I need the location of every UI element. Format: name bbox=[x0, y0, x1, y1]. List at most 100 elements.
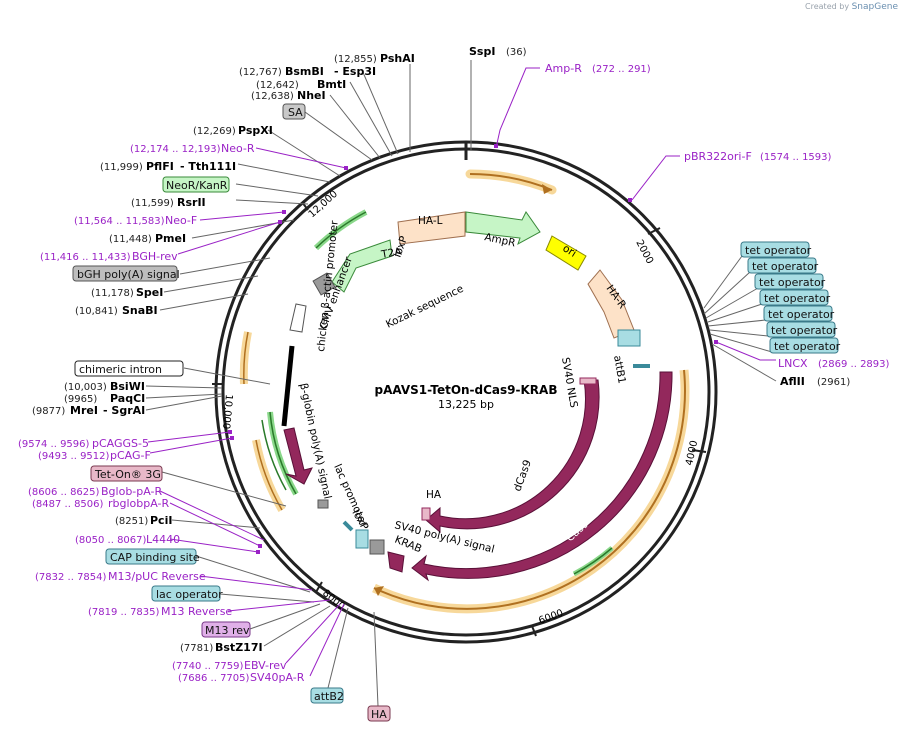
orf-arc-right bbox=[372, 369, 690, 614]
feature-box-tet-operator-3 bbox=[754, 273, 824, 290]
enzyme-esp3i-name: - Esp3I bbox=[334, 65, 376, 78]
enzyme-snabi-pos: (10,841) bbox=[75, 306, 118, 317]
primer-bglob-pa-r-pos: (8606 .. 8625) bbox=[28, 487, 100, 498]
feature-attb2-label: attB2 bbox=[314, 690, 344, 703]
enzyme-pspxi-pos: (12,269) bbox=[193, 126, 236, 137]
primer-neo-r-pos: (12,174 .. 12,193) bbox=[130, 144, 221, 155]
feature-box-cap-binding-site bbox=[105, 548, 197, 565]
plasmid-size: 13,225 bp bbox=[438, 398, 494, 411]
primer-l4440-pos: (8050 .. 8067) bbox=[75, 535, 147, 546]
tet-operator-label-1: tet operator bbox=[745, 244, 812, 257]
credit-brand: SnapGene bbox=[851, 2, 898, 12]
tet-operator-label-4: tet operator bbox=[764, 292, 831, 305]
enzyme-bmti-pos: (12,642) bbox=[256, 80, 299, 91]
feature-box-m13-rev bbox=[201, 621, 251, 638]
feature-box-tet-operator-2 bbox=[747, 257, 817, 274]
enzyme-mrei-name: MreI bbox=[70, 404, 98, 417]
enzyme-bsiwi-pos: (10,003) bbox=[64, 382, 107, 393]
bgh-polya-feature bbox=[312, 272, 336, 296]
primer-ebv-rev-name: EBV-rev bbox=[244, 659, 287, 672]
neor-inner-arrow bbox=[331, 239, 393, 293]
tet-operator-list: tet operator tet operator tet operator t… bbox=[740, 241, 841, 354]
green-arc-left bbox=[261, 209, 368, 496]
primer-l4440-name: L4440 bbox=[146, 533, 180, 546]
enzyme-bstz17i-pos: (7781) bbox=[180, 643, 213, 654]
enzyme-pcii-name: PciI bbox=[150, 514, 172, 527]
cas9-arrow bbox=[411, 371, 673, 582]
feature-box-ha bbox=[367, 705, 391, 722]
primer-m13puc-rev-pos: (7832 .. 7854) bbox=[35, 572, 107, 583]
tick-10000: 10,000 bbox=[212, 383, 234, 430]
label-kozak: Kozak sequence bbox=[384, 283, 465, 331]
enzyme-bsmbi-name: BsmBI bbox=[285, 65, 324, 78]
primer-m13-rev-name: M13 Reverse bbox=[161, 605, 232, 618]
sv40-nls-feature bbox=[579, 377, 597, 385]
tick-4000: 4000 bbox=[684, 439, 707, 467]
enzyme-mrei-pos: (9877) bbox=[32, 406, 65, 417]
feature-box-tet-on bbox=[90, 465, 163, 482]
primer-bglob-pa-r-name: Bglob-pA-R bbox=[101, 485, 163, 498]
enzyme-sspi-pos: (36) bbox=[506, 47, 527, 58]
feature-box-tet-operator-7 bbox=[769, 337, 839, 354]
tick-label-2000: 2000 bbox=[633, 238, 655, 266]
homology-arm-right bbox=[587, 269, 635, 339]
label-dcas9: dCas9 bbox=[512, 458, 534, 493]
credit-prefix: Created by bbox=[805, 2, 850, 11]
feature-neor-label: NeoR/KanR bbox=[166, 179, 228, 192]
tet-operator-label-6: tet operator bbox=[771, 324, 838, 337]
green-arc-right bbox=[572, 546, 614, 577]
plasmid-name: pAAVS1-TetOn-dCas9-KRAB bbox=[375, 383, 558, 397]
orf-arc-left bbox=[239, 331, 286, 513]
primer-lncx-pos: (2869 .. 2893) bbox=[818, 359, 890, 370]
feature-lac-operator-label: lac operator bbox=[156, 588, 223, 601]
tet-operator-label-3: tet operator bbox=[759, 276, 826, 289]
enzyme-pspxi-name: PspXI bbox=[238, 124, 273, 137]
tet-operator-block bbox=[617, 329, 641, 347]
enzyme-tth111i-name: - Tth111I bbox=[180, 160, 236, 173]
enzyme-pmei-pos: (11,448) bbox=[109, 234, 152, 245]
feature-chimeric-intron-label: chimeric intron bbox=[79, 363, 162, 376]
enzyme-rsrii-name: RsrII bbox=[177, 196, 206, 209]
label-sv40-nls: SV40 NLS bbox=[559, 356, 580, 409]
ha-tag-feature bbox=[421, 507, 431, 521]
primer-pcaggs5-name: pCAGGS-5 bbox=[92, 437, 149, 450]
primer-amp-r-name: Amp-R bbox=[545, 62, 582, 75]
primer-m13puc-rev-name: M13/pUC Reverse bbox=[108, 570, 206, 583]
feature-box-tet-operator-5 bbox=[763, 305, 833, 322]
cmv-enhancer-feature bbox=[289, 303, 307, 333]
feature-box-tet-operator-4 bbox=[759, 289, 829, 306]
label-attb1: attB1 bbox=[611, 354, 628, 384]
primer-pcagf-name: pCAG-F bbox=[110, 449, 151, 462]
feature-box-sa bbox=[282, 103, 306, 120]
enzyme-spei-pos: (11,178) bbox=[91, 288, 134, 299]
label-t2a: T2A bbox=[379, 245, 403, 261]
primer-rbglobpa-r-pos: (8487 .. 8506) bbox=[32, 499, 104, 510]
enzyme-rsrii-pos: (11,599) bbox=[131, 198, 174, 209]
homology-arm-left bbox=[397, 211, 466, 245]
enzyme-sgrai-name: - SgrAI bbox=[103, 404, 145, 417]
feature-box-attb2 bbox=[310, 687, 344, 704]
feature-box-tet-operator-1 bbox=[740, 241, 810, 258]
enzyme-paqci-pos: (9965) bbox=[64, 394, 97, 405]
feature-box-lac-operator bbox=[151, 585, 221, 602]
feature-box-chimeric-intron bbox=[74, 360, 184, 377]
loxp-inner bbox=[342, 520, 354, 532]
primer-neo-f-pos: (11,564 .. 11,583) bbox=[74, 216, 165, 227]
primer-neo-f-name: Neo-F bbox=[165, 214, 197, 227]
enzyme-pcii-pos: (8251) bbox=[115, 516, 148, 527]
lac-promoter-feature bbox=[355, 529, 369, 549]
primer-rbglobpa-r-name: rbglobpA-R bbox=[108, 497, 169, 510]
tick-label-10000: 10,000 bbox=[220, 394, 234, 430]
feature-ha-label: HA bbox=[371, 708, 387, 721]
chicken-beta-actin-promoter bbox=[281, 345, 295, 427]
feature-tet-on-label: Tet-On® 3G bbox=[94, 468, 161, 481]
enzyme-pshai-name: PshAI bbox=[380, 52, 415, 65]
enzyme-bsmbi-pos: (12,767) bbox=[239, 67, 282, 78]
enzyme-snabi-name: SnaBI bbox=[122, 304, 158, 317]
primer-sv40pa-r-pos: (7686 .. 7705) bbox=[178, 673, 250, 684]
label-ha-l: HA-L bbox=[418, 215, 443, 227]
leader-lines bbox=[145, 60, 777, 707]
snapgene-credit: Created by SnapGene bbox=[805, 2, 898, 12]
tet-operator-label-7: tet operator bbox=[774, 340, 841, 353]
